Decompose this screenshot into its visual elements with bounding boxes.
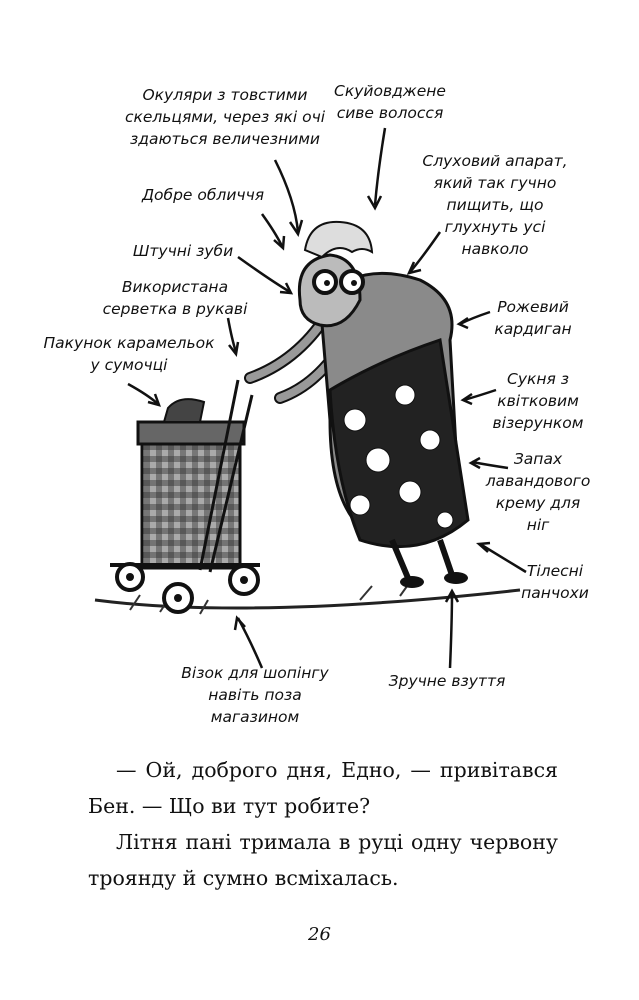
label-hearing-aid: Слуховий апарат, який так гучно пищить, … xyxy=(422,152,568,258)
story-text: — Ой, доброго дня, Едно, — привітався Бе… xyxy=(88,752,558,896)
label-stockings: Тілесні панчохи xyxy=(521,562,589,602)
label-glasses: Окуляри з товстими скельцями, через які … xyxy=(124,86,326,148)
label-dress: Сукня з квітковим візерунком xyxy=(492,370,584,432)
label-toffees: Пакунок карамельок у сумочці xyxy=(43,334,215,374)
label-cardigan: Рожевий кардиган xyxy=(494,298,572,338)
label-shoes: Зручне взуття xyxy=(388,672,506,690)
paragraph-2: Літня пані тримала в руці одну червону т… xyxy=(88,830,558,890)
grandma-illustration xyxy=(94,127,527,669)
paragraph-1: — Ой, доброго дня, Едно, — привітався Бе… xyxy=(88,758,558,818)
label-face: Добре обличчя xyxy=(141,186,265,204)
label-teeth: Штучні зуби xyxy=(132,242,234,260)
pointer-arrows xyxy=(127,127,527,669)
label-cream: Запах лавандового крему для ніг xyxy=(485,450,591,534)
shopping-trolley xyxy=(110,379,260,614)
label-napkin: Використана серветка в рукаві xyxy=(102,278,248,318)
grandma-figure xyxy=(244,220,470,588)
label-hair: Скуйовджене сиве волосся xyxy=(334,82,446,122)
page-number: 26 xyxy=(308,924,331,945)
label-trolley: Візок для шопінгу навіть поза магазином xyxy=(181,664,329,726)
